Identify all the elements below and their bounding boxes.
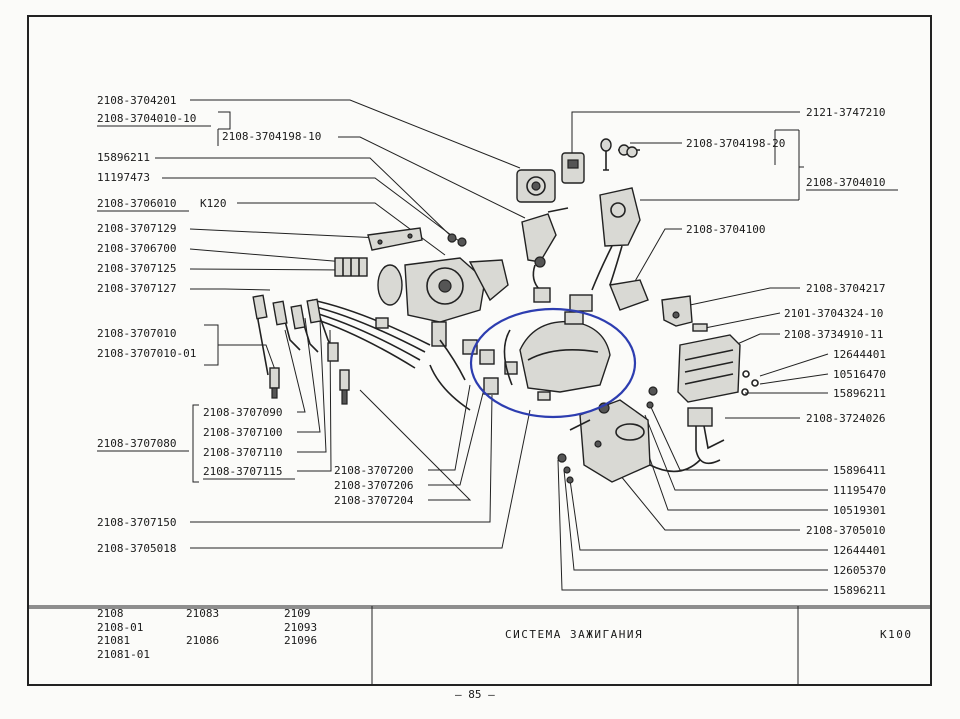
model-21096: 21096: [284, 634, 317, 647]
label-10519301: 10519301: [833, 504, 886, 517]
lock-cylinder-left-part: [521, 207, 569, 303]
label-2108-3704217: 2108-3704217: [806, 282, 885, 295]
highlight-circle: [469, 307, 637, 419]
model-21083: 21083: [186, 607, 219, 620]
label-2108-3704100: 2108-3704100: [686, 223, 765, 236]
spark-plug-part-2: [339, 369, 350, 405]
page-number: — 85 —: [455, 688, 495, 701]
label-2108-3707206: 2108-3707206: [334, 479, 413, 492]
label-15896211-b: 15896211: [833, 584, 886, 597]
title-block: 2108 2108-01 21081 21081-01 21083 21086 …: [28, 605, 932, 685]
drawing-sheet: [27, 15, 932, 686]
model-2109: 2109: [284, 607, 311, 620]
label-k120: K120: [200, 197, 227, 210]
label-12644401-b: 12644401: [833, 544, 886, 557]
label-2108-3704010-10: 2108-3704010-10: [97, 112, 196, 125]
model-21093: 21093: [284, 621, 317, 634]
label-2108-3707080: 2108-3707080: [97, 437, 176, 450]
label-2108-3707010-01: 2108-3707010-01: [97, 347, 196, 360]
label-2108-3705018: 2108-3705018: [97, 542, 176, 555]
label-2108-3707127: 2108-3707127: [97, 282, 176, 295]
label-15896211: 15896211: [97, 151, 150, 164]
label-2108-3704198-10: 2108-3704198-10: [222, 130, 321, 143]
label-2108-3704201: 2108-3704201: [97, 94, 176, 107]
label-2108-3705010: 2108-3705010: [806, 524, 885, 537]
label-2108-3707090: 2108-3707090: [203, 406, 282, 419]
model-21081: 21081: [97, 634, 130, 647]
label-12605370: 12605370: [833, 564, 886, 577]
label-2108-3706010: 2108-3706010: [97, 197, 176, 210]
label-2108-3707204: 2108-3707204: [334, 494, 414, 507]
keys-part: [600, 138, 640, 171]
connector-top-part: [561, 152, 585, 184]
label-2108-3707115: 2108-3707115: [203, 465, 282, 478]
ht-leads-part: [252, 294, 471, 411]
mounting-bracket-part: [661, 295, 693, 327]
switch-module-part: [677, 334, 759, 403]
label-2108-3707100: 2108-3707100: [203, 426, 282, 439]
label-2121-3747210: 2121-3747210: [806, 106, 885, 119]
label-15896411: 15896411: [833, 464, 886, 477]
label-2108-3724026: 2108-3724026: [806, 412, 885, 425]
label-2108-3734910-11: 2108-3734910-11: [784, 328, 883, 341]
label-2108-3707129: 2108-3707129: [97, 222, 176, 235]
label-11195470: 11195470: [833, 484, 886, 497]
model-2108: 2108: [97, 607, 124, 620]
bolt-part: [692, 323, 708, 332]
label-2108-3704198-20: 2108-3704198-20: [686, 137, 785, 150]
system-title: СИСТЕМА ЗАЖИГАНИЯ: [505, 628, 643, 641]
distributor-part: [377, 257, 509, 347]
label-10516470: 10516470: [833, 368, 886, 381]
label-2108-3707200: 2108-3707200: [334, 464, 413, 477]
label-11197473: 11197473: [97, 171, 150, 184]
sheet-code: K100: [880, 628, 913, 641]
lock-housing-part: [516, 169, 556, 203]
diagram-parts: [252, 138, 759, 484]
right-callouts: 2121-3747210 2108-3704198-20 2108-370401…: [686, 106, 898, 597]
distributor-cap-part: [503, 311, 611, 401]
label-2108-3707125: 2108-3707125: [97, 262, 176, 275]
label-2108-3706700: 2108-3706700: [97, 242, 176, 255]
ignition-coil-part: [557, 386, 658, 484]
model-2108-01: 2108-01: [97, 621, 143, 634]
label-15896211-a: 15896211: [833, 387, 886, 400]
label-2108-3704010: 2108-3704010: [806, 176, 885, 189]
model-21086: 21086: [186, 634, 219, 647]
wire-clip-part: [334, 257, 368, 277]
model-21081-01: 21081-01: [97, 648, 150, 661]
label-2108-3707110: 2108-3707110: [203, 446, 282, 459]
label-2108-3707010: 2108-3707010: [97, 327, 176, 340]
spark-plug-part: [269, 367, 280, 399]
ignition-switch-part: [569, 187, 649, 312]
plug-caps-part: [462, 339, 518, 395]
left-callouts: 2108-3704201 2108-3704010-10 2108-370419…: [97, 94, 414, 555]
label-2101-3704324-10: 2101-3704324-10: [784, 307, 883, 320]
wire-holder-bracket-part: [367, 227, 423, 251]
label-2108-3707150: 2108-3707150: [97, 516, 176, 529]
label-12644401-a: 12644401: [833, 348, 886, 361]
harness-connector-part: [687, 407, 725, 465]
